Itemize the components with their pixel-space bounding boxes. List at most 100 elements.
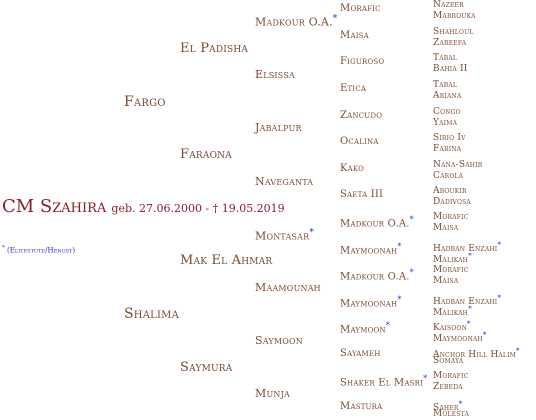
grandparent-name: El Padisha	[180, 41, 248, 56]
gen5-name-label: Tabal	[433, 80, 458, 90]
gen4-name-label: Zancudo	[340, 110, 383, 121]
gen5-name-label: Maisa	[433, 223, 459, 233]
gen4-name: Morafic	[340, 3, 381, 14]
gen5-name: Bahia II	[433, 64, 467, 75]
gen3-name-label: Munja	[255, 387, 290, 400]
star-marker: *	[409, 268, 414, 277]
subject-name: CM Szahira	[2, 196, 107, 217]
star-marker: *	[482, 330, 487, 339]
gen5-name: Hadban Enzahi*	[433, 292, 501, 308]
gen5-name: Ariana	[433, 91, 462, 102]
star-marker: *	[385, 321, 391, 330]
gen5-name: Hadban Enzahi*	[433, 239, 501, 255]
gen5-name-label: Shahloul	[433, 27, 474, 37]
grandparent-name-label: Saymura	[180, 360, 233, 375]
gen3-name-label: Saymoon	[255, 334, 303, 347]
gen5-name-label: Ariana	[433, 91, 462, 101]
gen4-name: Figuroso	[340, 56, 384, 67]
gen4-name-label: Saeta III	[340, 189, 384, 200]
gen5-name-label: Carola	[433, 171, 464, 181]
gen5-name: Congo	[433, 107, 461, 118]
gen4-name-label: Maymoonah	[340, 245, 398, 257]
gen4-name: Kako	[340, 163, 364, 174]
gen5-name-label: Somaya	[433, 356, 464, 366]
gen5-name-label: Malikah	[433, 308, 469, 318]
gen5-name-label: Molesta	[433, 409, 470, 419]
gen5-name: Tabal	[433, 53, 457, 64]
gen4-name-label: Madkour O.A.	[340, 271, 410, 283]
gen5-name-label: Congo	[433, 107, 461, 117]
gen5-name: Mabrouka	[433, 11, 476, 22]
gen5-name: Carola	[433, 171, 463, 182]
gen4-name: Ocalina	[340, 136, 379, 147]
star-marker: *	[497, 293, 502, 302]
gen5-name: Nana-Sahib	[433, 160, 482, 171]
gen4-name: Maisa	[340, 30, 369, 41]
grandparent-name: Mak El Ahmar	[180, 253, 272, 268]
grandparent-name: Faraona	[180, 147, 232, 162]
gen4-name: Saeta III	[340, 189, 383, 200]
gen5-name: Saher*	[433, 398, 462, 414]
gen5-name: Molesta	[433, 409, 469, 420]
legend-text: (Elitestute/Hengst)	[7, 246, 76, 255]
gen4-name-label: Morafic	[340, 3, 381, 14]
gen5-name: Zareefa	[433, 38, 466, 49]
star-marker: *	[468, 251, 472, 260]
gen4-name: Maymoon*	[340, 321, 390, 335]
grandparent-name-label: Faraona	[180, 147, 232, 162]
gen5-name-label: Nana-Sahib	[433, 160, 483, 170]
gen5-name-label: Sirio Iv	[433, 133, 466, 143]
gen5-name: Tabal	[433, 80, 457, 91]
gen4-name-label: Kako	[340, 163, 365, 174]
gen5-name: Yaima	[433, 118, 457, 129]
star-marker: *	[332, 14, 338, 24]
gen5-name: Zebeda	[433, 382, 463, 393]
gen5-name: Anchor Hill Halim*	[433, 345, 520, 361]
gen5-name: Maisa	[433, 276, 458, 287]
gen5-name: Kaisoon*	[433, 318, 471, 334]
gen5-name-label: Morafic	[433, 265, 469, 275]
gen3-name: Montasar*	[255, 228, 314, 243]
gen5-name: Nazeer	[433, 0, 464, 11]
gen5-name-label: Hadban Enzahi	[433, 244, 498, 254]
star-marker: *	[467, 319, 471, 328]
gen4-name-label: Mastura	[340, 401, 383, 412]
gen3-name-label: Madkour O.A.	[255, 15, 333, 29]
gen5-name-label: Maymoonah	[433, 334, 483, 344]
gen5-name-label: Kaisoon	[433, 323, 468, 333]
gen5-name: Malikah*	[433, 303, 472, 319]
gen5-name-label: Zareefa	[433, 38, 467, 48]
gen3-name-label: Naveganta	[255, 175, 314, 188]
gen3-name-label: Jabalpur	[255, 121, 302, 134]
star-marker: *	[516, 346, 520, 355]
gen4-name-label: Etica	[340, 83, 367, 94]
gen3-name: Jabalpur	[255, 121, 302, 134]
gen5-name-label: Maisa	[433, 276, 459, 286]
gen5-name: Morafic	[433, 212, 469, 223]
gen4-name: Sayameh	[340, 348, 381, 359]
gen3-name: Madkour O.A.*	[255, 14, 337, 29]
gen5-name-label: Tabal	[433, 53, 458, 63]
gen4-name-label: Ocalina	[340, 136, 379, 147]
gen5-name-label: Morafic	[433, 212, 469, 222]
gen5-name: Farina	[433, 144, 461, 155]
gen4-name: Shaker El Masri*	[340, 374, 427, 388]
gen3-name: Munja	[255, 387, 290, 400]
gen4-name: Maymoonah*	[340, 242, 402, 256]
gen5-name-label: Farina	[433, 144, 462, 154]
gen5-name: Maisa	[433, 223, 458, 234]
gen5-name: Dadivosa	[433, 197, 471, 208]
gen4-name-label: Madkour O.A.	[340, 218, 410, 230]
gen4-name: Etica	[340, 83, 366, 94]
gen3-name: Naveganta	[255, 175, 313, 188]
gen4-name: Zancudo	[340, 110, 382, 121]
gen5-name-label: Dadivosa	[433, 197, 471, 207]
gen5-name-label: Bahia II	[433, 64, 468, 74]
dam-name: Shalima	[124, 306, 179, 322]
gen3-name: Elsissa	[255, 68, 295, 81]
gen5-name-label: Hadban Enzahi	[433, 297, 498, 307]
star-marker: *	[497, 240, 502, 249]
gen5-name: Morafic	[433, 265, 469, 276]
grandparent-name: Saymura	[180, 360, 232, 375]
gen3-name-label: Maamounah	[255, 281, 321, 294]
